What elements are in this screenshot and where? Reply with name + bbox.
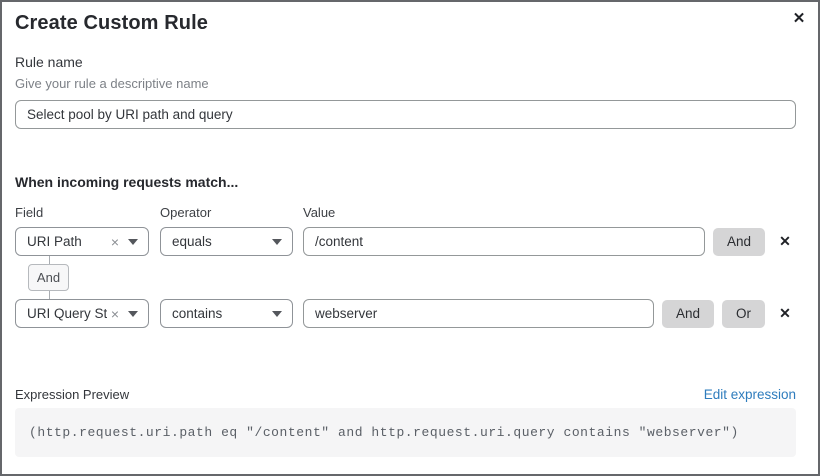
condition-row: URI Query St... × contains And Or ✕ [15,299,796,328]
field-column-label: Field [15,205,44,220]
operator-column-label: Operator [160,205,212,220]
condition-row: URI Path × equals And ✕ [15,227,796,256]
value-column-label: Value [303,205,336,220]
field-dropdown[interactable]: URI Path × [15,227,149,256]
add-and-condition-button[interactable]: And [712,227,765,256]
connector-line [49,291,50,299]
field-dropdown-value: URI Query St... [27,306,107,321]
rule-name-label: Rule name [15,54,83,70]
condition-connector: And [15,256,796,299]
operator-dropdown[interactable]: contains [160,299,293,328]
column-labels: Field Operator Value [15,205,796,220]
chevron-down-icon [272,238,282,245]
rule-name-input[interactable] [15,100,796,129]
field-dropdown[interactable]: URI Query St... × [15,299,149,328]
clear-icon[interactable]: × [110,233,119,250]
expression-preview-label: Expression Preview [15,387,130,402]
remove-condition-icon[interactable]: ✕ [774,231,796,253]
close-icon[interactable]: ✕ [788,8,810,30]
page-title: Create Custom Rule [15,12,208,34]
edit-expression-link[interactable]: Edit expression [703,387,796,402]
expression-preview-code: (http.request.uri.path eq "/content" and… [15,408,796,457]
operator-dropdown[interactable]: equals [160,227,293,256]
chevron-down-icon [128,238,138,245]
connector-line [49,256,50,264]
field-dropdown-value: URI Path [27,234,82,249]
add-or-condition-button[interactable]: Or [722,299,765,328]
match-heading: When incoming requests match... [15,174,239,190]
operator-dropdown-value: contains [172,306,223,321]
remove-condition-icon[interactable]: ✕ [774,303,796,325]
chevron-down-icon [128,310,138,317]
modal-header: Create Custom Rule ✕ [15,10,805,36]
and-connector-chip: And [28,264,69,291]
value-input[interactable] [303,299,654,328]
operator-dropdown-value: equals [172,234,212,249]
chevron-down-icon [272,310,282,317]
expression-preview-header: Expression Preview Edit expression [15,387,796,402]
clear-icon[interactable]: × [110,305,119,322]
rule-name-hint: Give your rule a descriptive name [15,76,209,91]
value-input[interactable] [303,227,705,256]
add-and-condition-button[interactable]: And [661,299,714,328]
